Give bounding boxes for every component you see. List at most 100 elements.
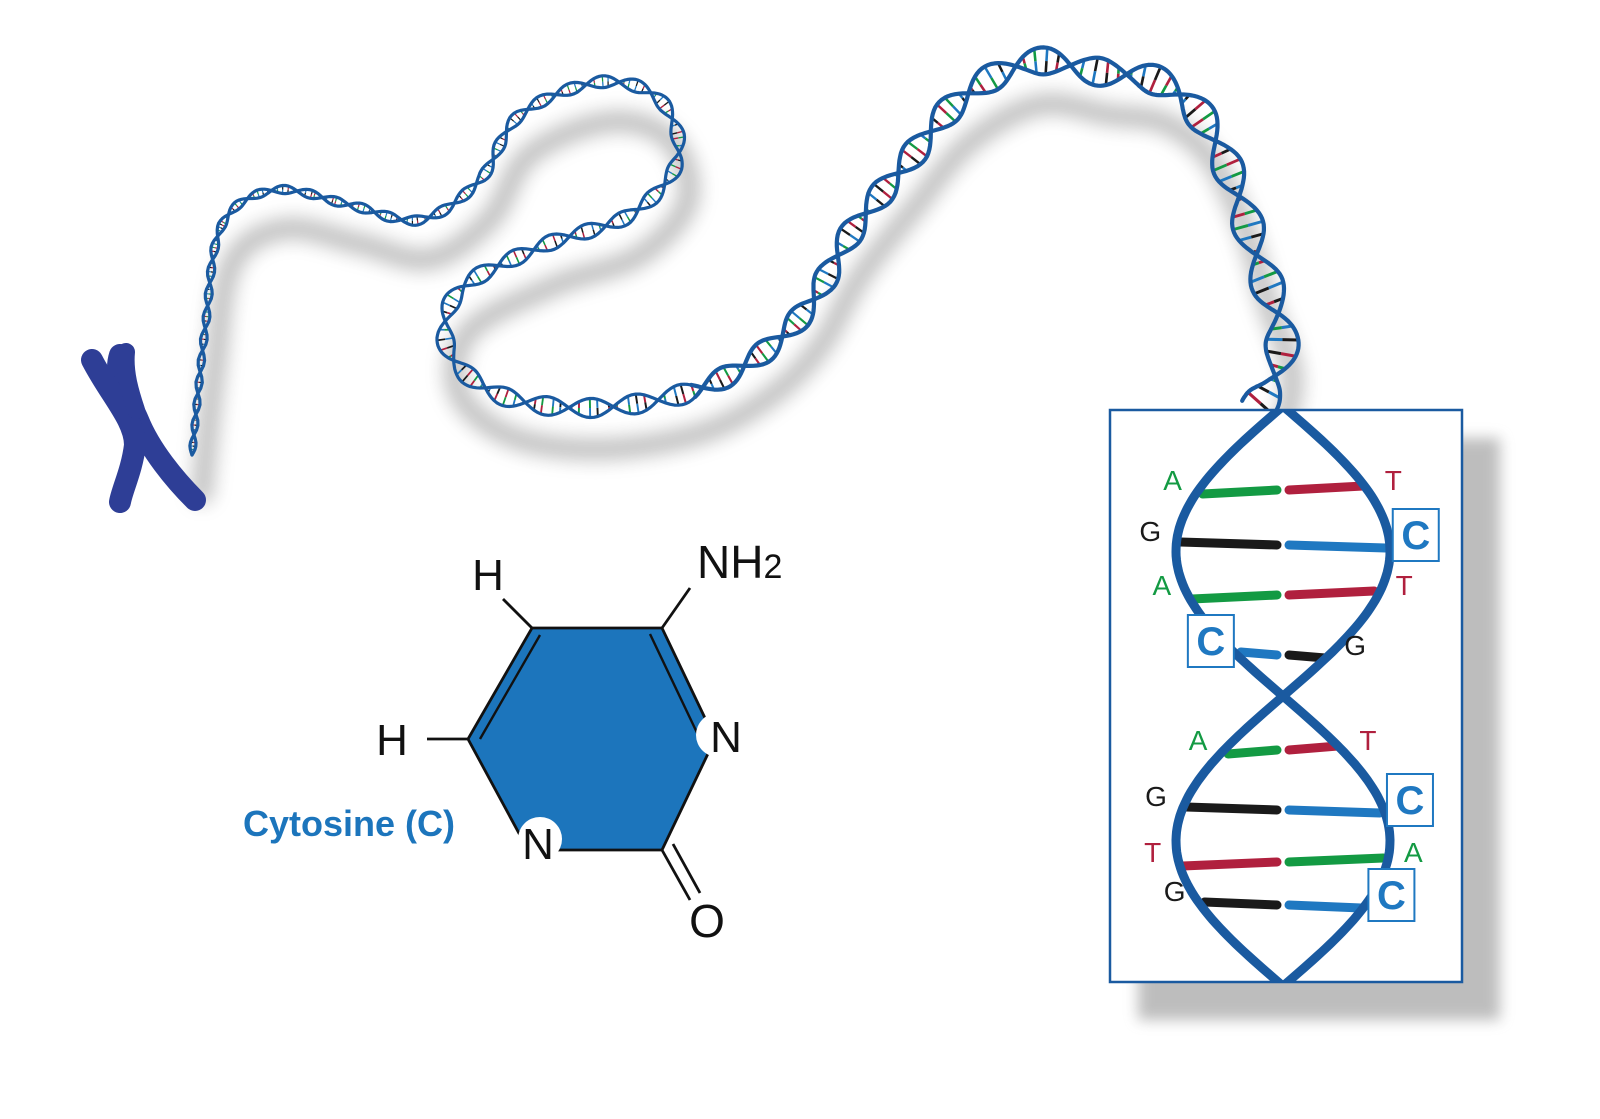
n-bottom-bg <box>518 817 562 861</box>
bond-o-2 <box>671 843 702 894</box>
strand-rung <box>1249 275 1265 284</box>
base-letter: G <box>1344 630 1366 661</box>
base-pair-left <box>1175 537 1282 550</box>
bond-h-top <box>502 598 533 629</box>
strand-rung <box>1263 269 1279 279</box>
detail-backbone-b <box>1171 410 1395 982</box>
base-letter: T <box>1359 725 1376 756</box>
strand-rung <box>983 65 993 79</box>
strand-rung <box>1226 157 1241 167</box>
base-letter: A <box>1189 725 1208 756</box>
strand-rung <box>1247 219 1264 227</box>
base-pair-right <box>1284 805 1385 818</box>
base-letter: G <box>1139 516 1161 547</box>
base-pair-right <box>1284 900 1366 913</box>
dna-strand <box>188 45 1301 457</box>
base-letter: A <box>1404 837 1423 868</box>
strand-rung <box>1045 47 1049 62</box>
atom-nh2: NH2 <box>697 536 782 588</box>
atom-n-ring-bottom: N <box>522 820 554 869</box>
n-right-bg <box>696 713 740 757</box>
base-label-C: C <box>1186 614 1235 668</box>
bond-o-1 <box>660 849 692 901</box>
base-pair-right <box>1284 853 1388 867</box>
atom-n-ring-right: N <box>710 713 742 762</box>
base-pair-right <box>1284 481 1368 495</box>
base-letter: A <box>1163 465 1182 496</box>
base-letter: T <box>1385 465 1402 496</box>
base-letter: C <box>1401 514 1430 558</box>
atom-o: O <box>689 895 725 947</box>
strand-rung <box>1044 60 1048 75</box>
strand-rung <box>1148 79 1157 94</box>
base-pair-right <box>1284 586 1379 600</box>
base-label-T: T <box>1359 725 1376 756</box>
base-label-A: A <box>1153 570 1172 601</box>
base-label-A: A <box>1404 837 1423 868</box>
strand-rung <box>1265 349 1282 356</box>
strand-rung <box>1093 57 1099 72</box>
double-bond-left <box>478 634 542 740</box>
base-label-T: T <box>1144 837 1161 868</box>
strand-rung <box>1246 391 1262 405</box>
base-pair-left <box>1181 802 1282 815</box>
base-label-G: G <box>1139 516 1161 547</box>
base-label-C: C <box>1367 868 1416 922</box>
strand-rung <box>1253 286 1270 296</box>
strand-rung <box>1232 224 1249 231</box>
ring-bond-n-c <box>660 738 717 851</box>
base-label-C: C <box>1391 508 1440 562</box>
base-letter: T <box>1144 837 1161 868</box>
base-letter: G <box>1145 781 1167 812</box>
strand-rung <box>1212 163 1228 173</box>
base-pair-right <box>1284 540 1391 553</box>
base-letter: C <box>1196 620 1225 664</box>
atom-h-top: H <box>472 551 504 600</box>
base-pair-left <box>1236 647 1282 660</box>
bond-nh2 <box>660 587 692 629</box>
chromosome-icon <box>81 343 206 513</box>
strand-rung <box>682 393 687 404</box>
base-label-C: C <box>1385 773 1434 827</box>
cytosine-highlight-box <box>1367 868 1416 922</box>
base-letter: A <box>1153 570 1172 601</box>
base-pair-right <box>1284 650 1330 663</box>
base-pair-left <box>1178 857 1282 871</box>
atom-nh2-sub: 2 <box>763 548 782 586</box>
detail-base-pairs <box>1175 481 1391 913</box>
base-label-G: G <box>1145 781 1167 812</box>
base-pair-right <box>1284 741 1343 755</box>
cytosine-label: Cytosine (C) <box>243 803 455 844</box>
strand-rung <box>1190 118 1204 129</box>
cytosine-highlight-box <box>1385 773 1434 827</box>
cytosine-highlight-box <box>1391 508 1440 562</box>
base-label-T: T <box>1385 465 1402 496</box>
strand-rung <box>1202 109 1216 121</box>
base-letter: C <box>1377 874 1406 918</box>
base-label-G: G <box>1164 876 1186 907</box>
base-pair-left <box>1198 485 1282 499</box>
strand-rung <box>1091 70 1097 85</box>
base-label-A: A <box>1189 725 1208 756</box>
dna-strand-shadow <box>191 92 1304 504</box>
base-letter: T <box>1396 570 1413 601</box>
base-label-T: T <box>1396 570 1413 601</box>
strand-rung <box>679 384 685 395</box>
base-pair-left <box>1187 590 1282 604</box>
strand-rung <box>1268 280 1284 290</box>
atom-h-left: H <box>376 716 408 765</box>
cytosine-highlight-box <box>1186 614 1235 668</box>
strand-backbone-b-tail <box>689 45 1287 422</box>
cytosine-ring <box>468 628 715 850</box>
strand-backbone-a-tail <box>693 55 1301 403</box>
base-letter: G <box>1164 876 1186 907</box>
base-letter: C <box>1396 779 1425 823</box>
strand-rung <box>1153 66 1162 81</box>
helix-detail-frame <box>1108 408 1464 984</box>
base-label-A: A <box>1163 465 1182 496</box>
strand-rung <box>1231 170 1245 178</box>
base-pair-left <box>1223 745 1282 759</box>
strand-rung <box>1280 352 1296 358</box>
